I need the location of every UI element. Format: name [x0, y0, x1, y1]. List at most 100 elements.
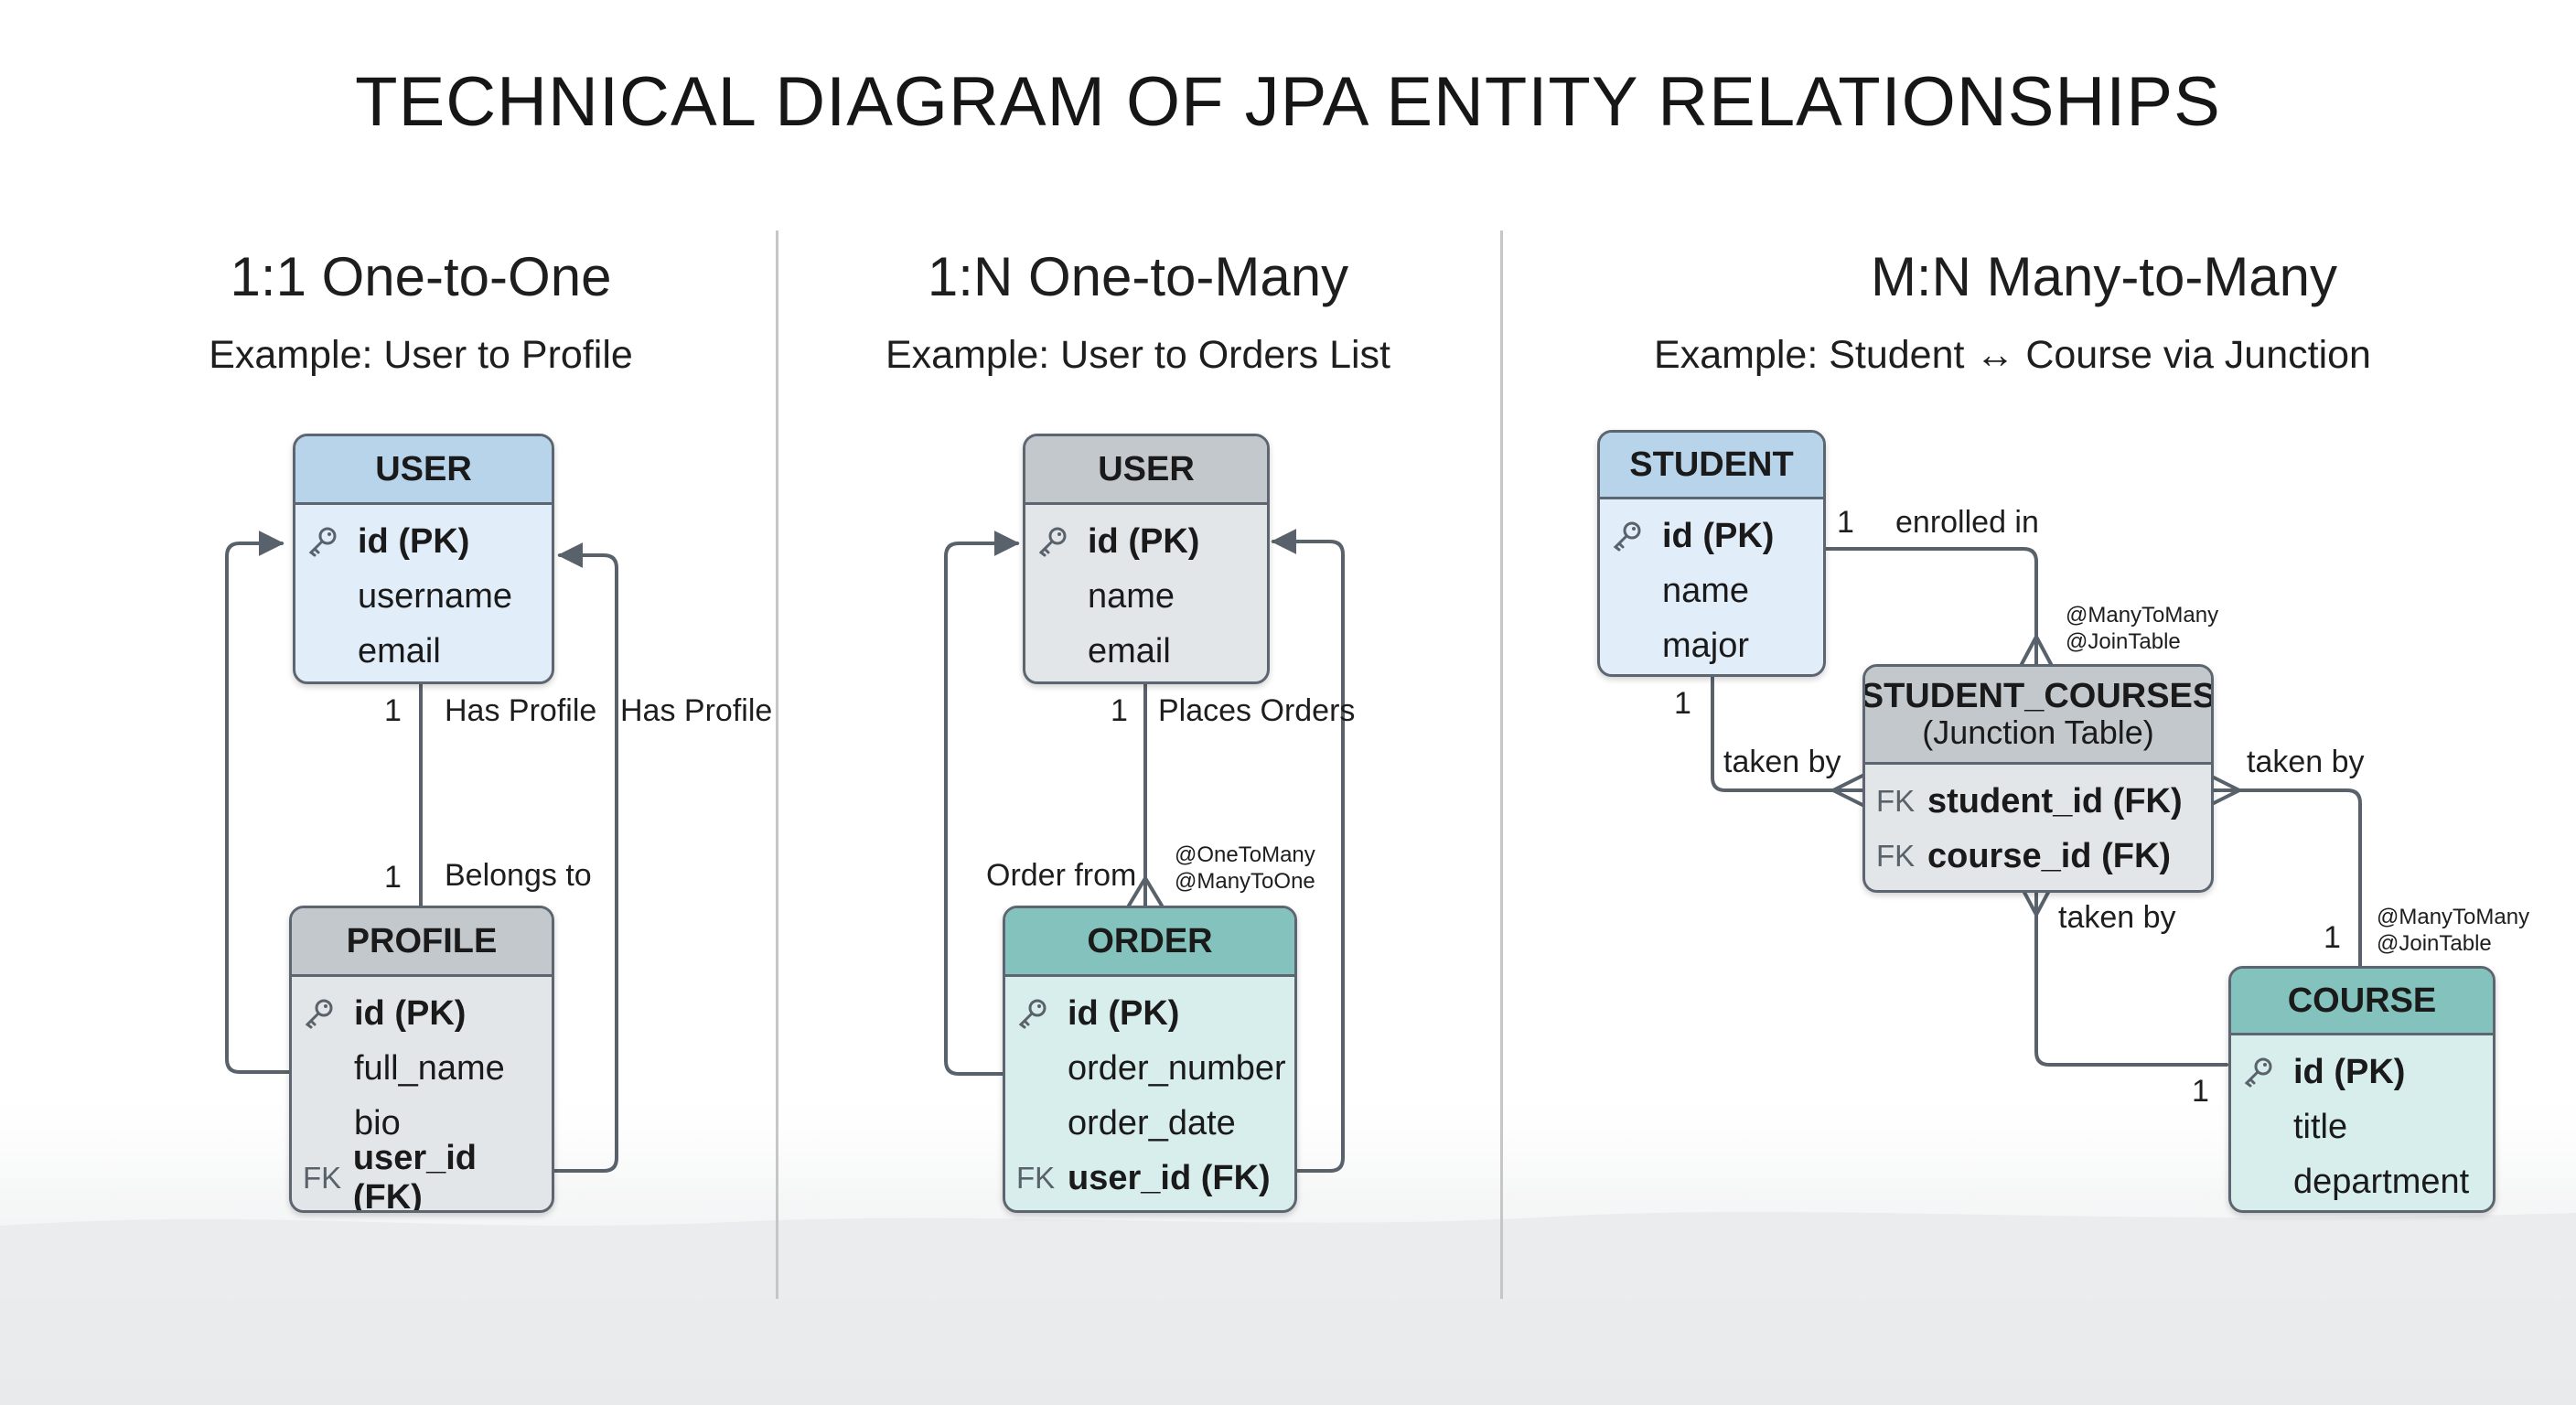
connector-profile-to-user-right — [549, 542, 618, 1173]
field-row: id (PK) — [1005, 986, 1294, 1041]
section-title-one-to-many: 1:N One-to-Many — [927, 246, 1349, 307]
field-name: name — [1662, 571, 1750, 610]
page-title: TECHNICAL DIAGRAM OF JPA ENTITY RELATION… — [355, 63, 2221, 141]
field-row: name — [1600, 563, 1823, 618]
fk-marker: FK — [1876, 784, 1916, 818]
field-name: student_id (FK) — [1927, 781, 2183, 820]
entity-title: COURSE — [2287, 981, 2437, 1020]
entity-title: PROFILE — [346, 921, 498, 960]
entity-course: COURSE id (PK) title department — [2228, 966, 2496, 1213]
field-name: name — [1088, 576, 1175, 616]
entity-title: USER — [1098, 449, 1195, 488]
connector-crowfoot-junction-left — [1831, 774, 1864, 807]
annotation-line: @OneToMany — [1175, 842, 1315, 867]
annotation-line: @ManyToMany — [2377, 905, 2530, 929]
entity-header: COURSE — [2231, 969, 2493, 1035]
entity-title: STUDENT_COURSES — [1862, 677, 2214, 715]
field-name: major — [1662, 626, 1750, 665]
connector-junction-to-course-right — [2208, 788, 2362, 968]
entity-order: ORDER id (PK) order_number order_date FK… — [1003, 906, 1297, 1213]
relation-label-has-profile: Has Profile — [445, 693, 597, 728]
cardinality-label: 1 — [384, 693, 402, 728]
field-name: id (PK) — [1068, 993, 1180, 1033]
field-row: FK user_id (FK) — [292, 1139, 552, 1210]
field-row: full_name — [292, 1041, 552, 1096]
entity-title: ORDER — [1087, 921, 1213, 960]
annotation-many-to-many-right: @ManyToMany @JoinTable — [2377, 904, 2529, 957]
field-name: email — [358, 631, 441, 670]
relation-label-taken-by-right: taken by — [2247, 745, 2365, 779]
key-icon — [1016, 997, 1068, 1030]
fk-marker: FK — [303, 1161, 342, 1195]
relation-label-taken-by-left: taken by — [1723, 745, 1841, 779]
field-row: id (PK) — [2231, 1045, 2493, 1099]
annotation-line: @ManyToMany — [2066, 603, 2219, 627]
field-row: email — [295, 624, 552, 679]
connector-crowfoot-junction-right — [2208, 774, 2241, 807]
section-title-one-to-one: 1:1 One-to-One — [230, 246, 612, 307]
field-row: username — [295, 569, 552, 624]
fk-marker: FK — [1876, 839, 1916, 873]
section-subtitle-many-to-many: Example: Student ↔ Course via Junction — [1654, 333, 2371, 377]
relation-label-taken-by-bottom: taken by — [2058, 900, 2176, 935]
field-row: id (PK) — [1600, 509, 1823, 563]
relation-label-has-profile-right: Has Profile — [620, 693, 773, 728]
connector-student-taken-by — [1711, 675, 1864, 792]
field-name: department — [2293, 1162, 2470, 1201]
field-name: id (PK) — [1662, 516, 1775, 555]
field-name: email — [1088, 631, 1171, 670]
field-name: id (PK) — [1088, 521, 1200, 561]
field-name: order_number — [1068, 1048, 1286, 1088]
key-icon — [306, 525, 358, 558]
entity-header: STUDENT_COURSES (Junction Table) — [1865, 667, 2211, 765]
entity-subtitle: (Junction Table) — [1922, 713, 2154, 751]
key-icon — [2242, 1056, 2293, 1089]
annotation-line: @ManyToOne — [1175, 869, 1315, 894]
field-name: title — [2293, 1107, 2348, 1146]
field-row: order_date — [1005, 1096, 1294, 1151]
section-divider-right — [1500, 231, 1503, 1299]
annotation-one-to-many: @OneToMany @ManyToOne — [1175, 842, 1315, 895]
entity-student: STUDENT id (PK) name major — [1597, 430, 1826, 677]
relation-label-order-from: Order from — [986, 858, 1137, 893]
key-icon — [1611, 520, 1662, 552]
key-icon — [303, 997, 354, 1030]
field-row: FK student_id (FK) — [1865, 774, 2211, 829]
entity-user-one-to-many: USER id (PK) name email — [1023, 434, 1270, 684]
key-icon — [1036, 525, 1088, 558]
field-row: title — [2231, 1099, 2493, 1154]
entity-header: ORDER — [1005, 908, 1294, 977]
entity-header: STUDENT — [1600, 433, 1823, 499]
field-name: full_name — [354, 1048, 505, 1088]
annotation-line: @JoinTable — [2377, 931, 2492, 956]
cardinality-label: 1 — [2192, 1074, 2209, 1109]
fk-marker: FK — [1016, 1161, 1056, 1195]
entity-header: USER — [1025, 436, 1267, 505]
cardinality-label: 1 — [384, 860, 402, 895]
section-title-many-to-many: M:N Many-to-Many — [1870, 246, 2338, 307]
field-name: id (PK) — [2293, 1052, 2406, 1091]
cardinality-label: 1 — [2324, 920, 2341, 955]
connector-junction-to-course-bottom — [2034, 885, 2228, 1067]
section-subtitle-one-to-one: Example: User to Profile — [209, 333, 633, 377]
entity-title: STUDENT — [1629, 445, 1794, 484]
section-subtitle-one-to-many: Example: User to Orders List — [885, 333, 1390, 377]
entity-header: PROFILE — [292, 908, 552, 977]
entity-profile: PROFILE id (PK) full_name bio FK user_id… — [289, 906, 554, 1213]
annotation-many-to-many-top: @ManyToMany @JoinTable — [2066, 602, 2218, 655]
cardinality-label: 1 — [1674, 686, 1691, 721]
field-row: major — [1600, 618, 1823, 673]
connector-crowfoot-junction-bottom — [2020, 885, 2053, 917]
entity-junction-student-courses: STUDENT_COURSES (Junction Table) FK stud… — [1862, 664, 2214, 893]
field-name: bio — [354, 1103, 401, 1142]
relation-label-belongs-to: Belongs to — [445, 858, 592, 893]
field-name: course_id (FK) — [1927, 836, 2172, 875]
field-name: user_id (FK) — [352, 1139, 478, 1213]
connector-crowfoot-junction-top — [2020, 635, 2053, 666]
field-name: username — [358, 576, 512, 616]
field-row: FK course_id (FK) — [1865, 829, 2211, 884]
connector-student-enrolled — [1820, 547, 2038, 666]
field-row: name — [1025, 569, 1267, 624]
relation-label-enrolled-in: enrolled in — [1895, 505, 2039, 540]
